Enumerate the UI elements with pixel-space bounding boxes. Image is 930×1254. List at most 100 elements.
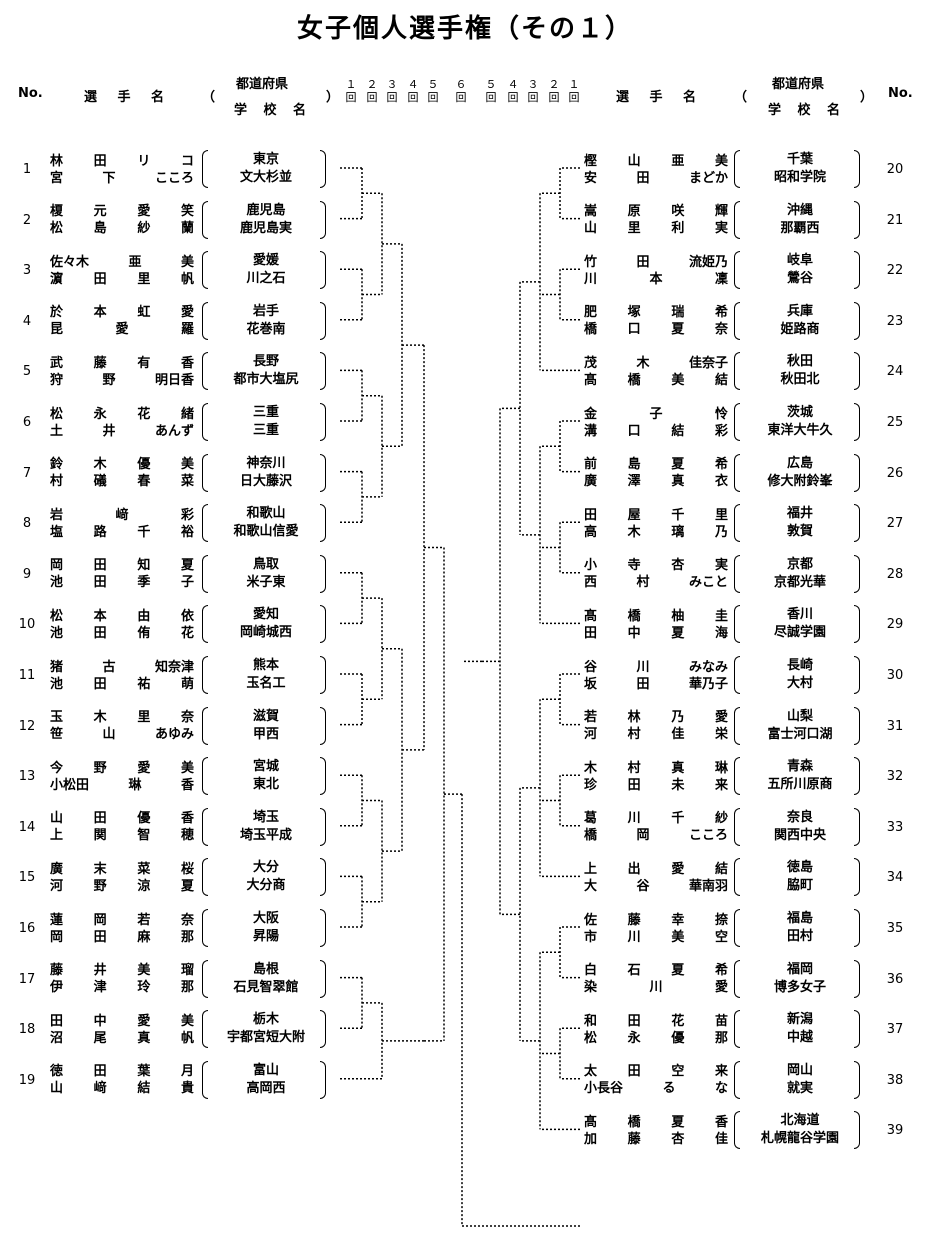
player-2-name: 山里利実 [584,218,728,240]
name-part: 髙 [584,372,598,388]
name-part: 橋 [627,1114,641,1130]
header-paren-close-left: ） [326,90,340,105]
name-part: 昆 [50,322,64,338]
name-part: 木 [584,760,598,776]
player-2-name: 田中夏海 [584,622,728,644]
bracket-open [202,554,208,593]
entry-number: 16 [18,921,36,936]
entry-number: 3 [22,263,32,279]
bracket-close [854,200,860,239]
name-part: 花 [671,1013,685,1029]
name-part: あんず [154,423,194,439]
name-part: 谷 [584,659,598,675]
name-part: 佳奈子 [688,355,728,371]
player-2-name: 西村みこと [584,572,728,594]
player-1-name: 榎元愛笑 [50,201,194,223]
name-part: 知 [137,558,151,574]
name-part: 香 [180,777,194,793]
name-part: 葛 [584,811,598,827]
name-part: 川 [627,929,641,945]
prefecture: 岩手 [252,303,279,319]
name-part: 藤 [93,355,107,371]
name-part: 季 [137,575,151,591]
player-1-name: 髙橋柚圭 [584,605,728,627]
name-part: 奈 [714,322,728,338]
school-name: 京都光華 [773,574,826,590]
name-part: 由 [137,608,151,624]
name-part: 川 [627,811,641,827]
entry-number: 33 [886,819,904,835]
name-part: 結 [714,372,728,388]
player-2-name: 川本凜 [584,268,728,290]
name-part: 岡 [93,912,107,928]
school-name: 都市大塩尻 [233,372,299,388]
name-part: 髙 [584,1114,598,1130]
prefecture: 徳島 [786,860,813,876]
name-part: 月 [180,1064,194,1080]
name-part: 夏 [671,963,685,979]
name-part: 春 [137,474,151,490]
name-part: 未 [671,777,685,793]
name-part: 池 [50,676,64,692]
prefecture: 鳥取 [252,556,279,572]
prefecture: 神奈川 [246,455,286,471]
name-part: 松 [584,1030,598,1046]
bracket-close [320,706,326,745]
entry-number: 29 [886,617,904,633]
school-name: 三重 [252,423,279,438]
player-2-name: 池田侑花 [50,622,194,644]
name-part: 愛 [115,322,129,338]
name-part: 河 [584,727,598,743]
name-part: 亜 [671,153,685,169]
name-part: 貴 [180,1081,194,1097]
header-player-left: 選 手 名 [84,90,173,105]
school-name: 姫路商 [780,321,820,337]
bracket-open [734,807,740,846]
player-2-name: 伊津玲那 [50,977,194,999]
name-part: 萌 [180,676,194,692]
name-part: 田 [93,625,107,641]
player-2-name: 橋口夏奈 [584,319,728,341]
prefecture: 福岡 [786,961,813,977]
name-part: 帆 [180,271,194,287]
entry-number: 36 [886,971,904,987]
name-part: 榎 [50,204,64,220]
prefecture: 山梨 [786,708,813,724]
prefecture: 宮城 [252,759,279,775]
name-part: 美 [180,457,194,473]
entry-number: 4 [22,313,32,329]
entry-number: 35 [886,921,904,936]
school-name: 鹿児島実 [239,220,292,236]
name-part: 佳 [671,727,685,743]
name-part: 澤 [627,474,641,490]
name-part: 夏 [180,878,194,894]
name-part: 奈 [180,912,194,928]
player-2-name: 小長谷るな [584,1078,728,1100]
school-name: 東北 [252,777,279,793]
name-part: 元 [93,204,107,220]
name-part: 香 [180,811,194,827]
name-part: 美 [180,1013,194,1029]
name-part: 玉 [50,710,64,726]
name-part: 蓮 [50,912,64,928]
player-2-name: 髙橋美結 [584,369,728,391]
player-1-name: 武藤有香 [50,352,194,374]
name-part: 佐 [584,912,598,928]
name-part: 徳 [50,1064,64,1080]
name-part: 橋 [584,322,598,338]
school-name: 大村 [786,676,813,691]
player-1-name: 佐々木亜美 [50,251,194,273]
player-1-name: 髙橋夏香 [584,1111,728,1133]
header-no-left: No. [18,86,43,101]
school-name: 宇都宮短大附 [226,1030,305,1046]
entry-number: 23 [886,313,904,329]
